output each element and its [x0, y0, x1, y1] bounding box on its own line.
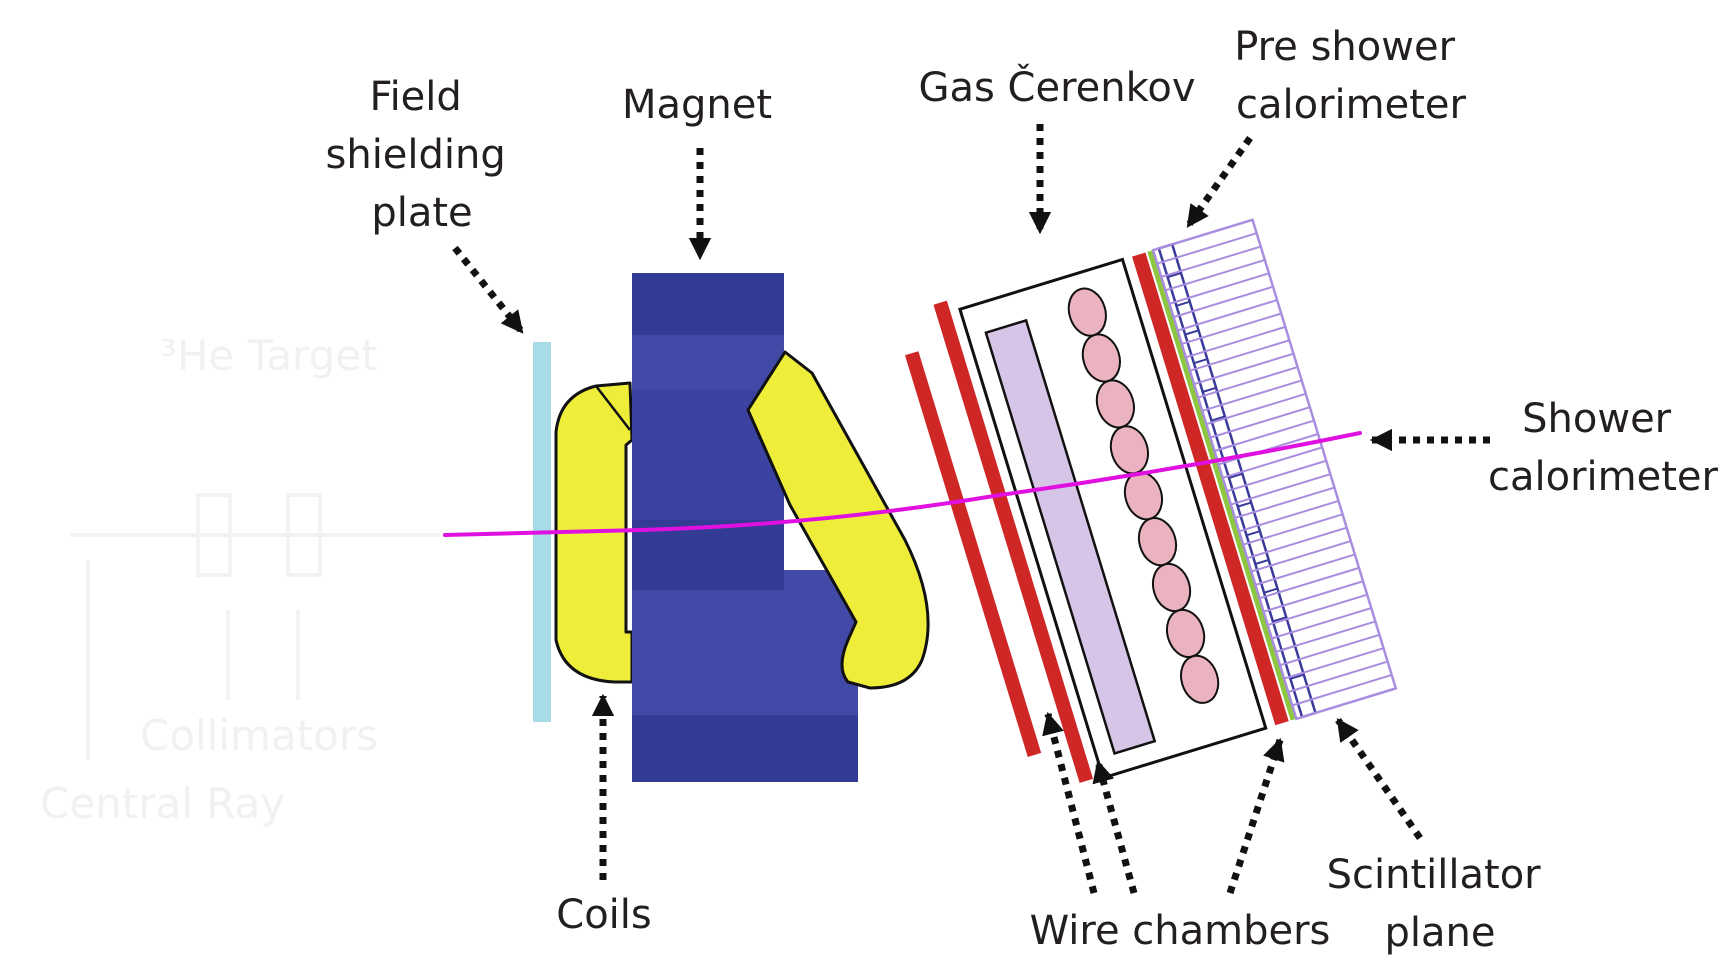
shower-calorimeter-blocks: [1151, 218, 1398, 721]
wire-chamber-3: [1132, 252, 1289, 726]
pmt: [1180, 654, 1220, 704]
target-label-faint: ³He Target: [160, 331, 378, 380]
scintillator-arrow: [1335, 718, 1423, 840]
central-ray-label-faint: Central Ray: [40, 779, 285, 828]
magnet-label: Magnet: [622, 82, 772, 128]
pre-shower-calorimeter-label: Pre shower calorimeter: [1234, 24, 1467, 128]
wire-chamber-arrow-3: [1226, 737, 1285, 895]
shower-calorimeter-label: Shower calorimeter: [1488, 396, 1719, 500]
field-shielding-plate-label: Field shielding plate: [326, 74, 519, 236]
collimators-label-faint: Collimators: [140, 711, 378, 760]
label-arrows: [452, 124, 1490, 895]
back-coil: [746, 350, 930, 690]
ghost-background-elements: [70, 493, 440, 760]
wire-chamber-2: [933, 300, 1094, 783]
detector-package: [904, 218, 1398, 783]
wire-chambers-label: Wire chambers: [1030, 908, 1331, 954]
magnet: [632, 273, 858, 782]
pre-shower-arrow: [1185, 135, 1253, 229]
wire-chamber-1: [904, 351, 1042, 757]
wire-chamber-arrow-2: [1092, 759, 1138, 894]
cerenkov-mirror: [984, 318, 1157, 755]
wire-chamber-arrow-1: [1042, 711, 1098, 894]
coils-label: Coils: [556, 892, 651, 938]
field-plate-arrow: [452, 245, 525, 335]
scintillator-plane-label: Scintillator plane: [1327, 852, 1554, 956]
pre-shower-layer: [1147, 250, 1297, 721]
front-coil-edge: [595, 385, 631, 431]
cerenkov-pmts: [1067, 287, 1220, 704]
gas-cerenkov-label: Gas Čerenkov: [918, 63, 1195, 111]
particle-trajectory: [443, 431, 1362, 537]
